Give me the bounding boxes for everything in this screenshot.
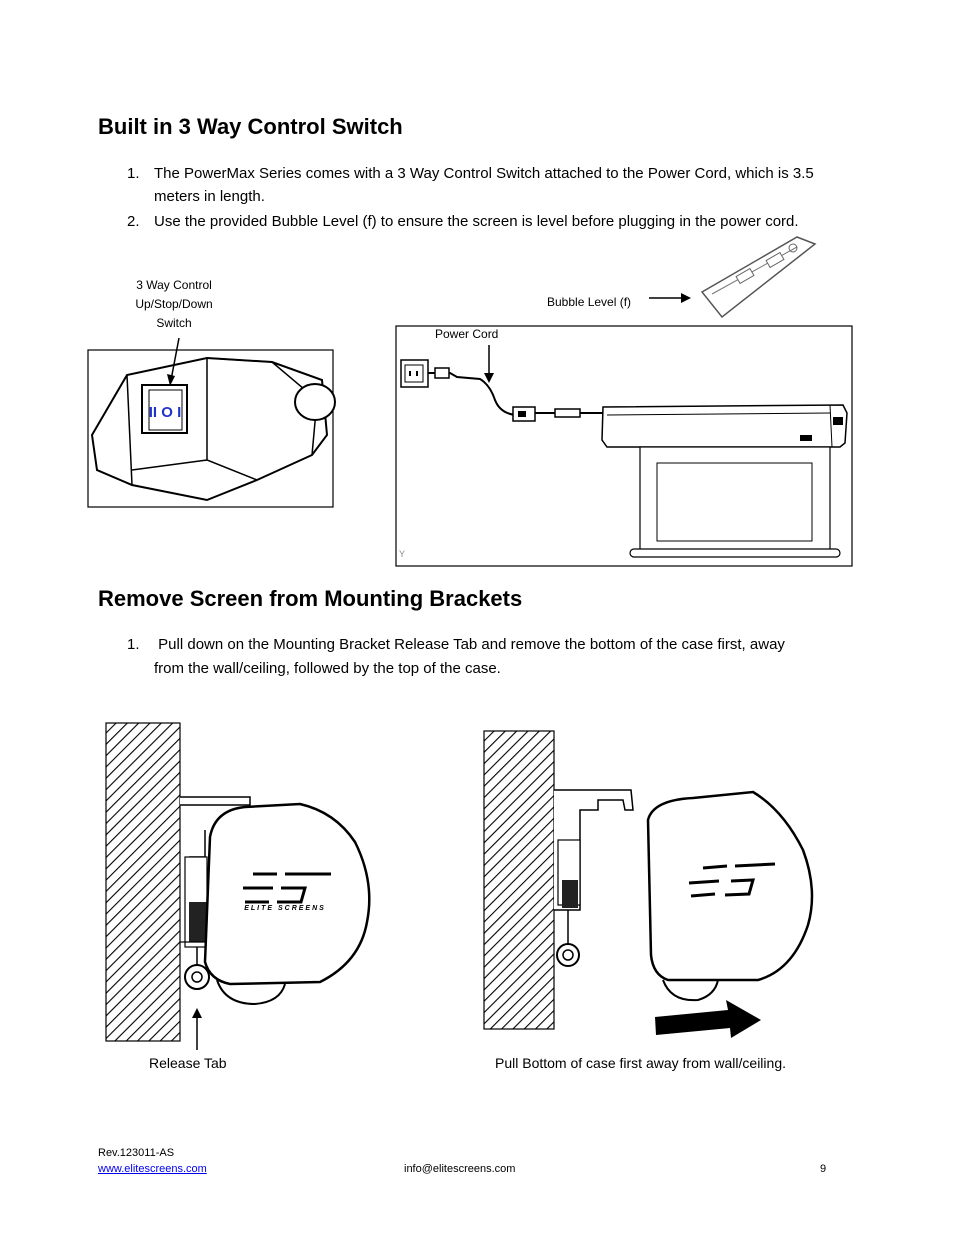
pull-bottom-label: Pull Bottom of case first away from wall… xyxy=(495,1055,786,1071)
pull-direction-arrow-icon xyxy=(655,1000,761,1038)
contact-email: info@elitescreens.com xyxy=(404,1163,516,1175)
list-item: 2. Use the provided Bubble Level (f) to … xyxy=(98,210,858,235)
power-cord-screen-illustration: Power Cord Y xyxy=(395,325,853,567)
page-number: 9 xyxy=(820,1163,827,1175)
list-number: 1. xyxy=(127,165,140,182)
label-line: Up/Stop/Down xyxy=(135,297,213,311)
section-heading-remove-screen: Remove Screen from Mounting Brackets xyxy=(98,586,523,611)
label-line: Switch xyxy=(156,316,192,330)
bracket-release-illustration: ELITE SCREENS xyxy=(105,722,371,1050)
elite-screens-logo xyxy=(243,872,331,904)
logo-text: ELITE SCREENS xyxy=(244,905,326,912)
list-number: 2. xyxy=(127,213,140,230)
list-text-line: Use the provided Bubble Level (f) to ens… xyxy=(154,213,799,230)
list-text-line: meters in length. xyxy=(154,188,265,205)
label-line: 3 Way Control xyxy=(136,278,212,292)
switch-callout-label: 3 Way Control Up/Stop/Down Switch xyxy=(104,276,244,333)
website-link[interactable]: www.elitescreens.com xyxy=(98,1163,207,1175)
release-tab-label: Release Tab xyxy=(149,1055,227,1071)
list-text-line: The PowerMax Series comes with a 3 Way C… xyxy=(154,165,814,182)
list-number: 1. xyxy=(127,636,140,653)
list-item: 1. The PowerMax Series comes with a 3 Wa… xyxy=(98,162,858,212)
power-cord-label: Power Cord xyxy=(435,327,498,341)
elite-screens-logo xyxy=(688,862,776,898)
list-item: 1. Pull down on the Mounting Bracket Rel… xyxy=(98,633,858,683)
bracket-removal-illustration xyxy=(483,730,814,1038)
list-text-line: Pull down on the Mounting Bracket Releas… xyxy=(154,636,785,653)
bubble-level-illustration xyxy=(649,236,817,319)
control-switch-illustration: II O I xyxy=(87,337,336,508)
revision-number: Rev.123011-AS xyxy=(98,1147,175,1159)
switch-glyphs: II O I xyxy=(149,404,182,421)
list-text-line: from the wall/ceiling, followed by the t… xyxy=(154,660,501,677)
section-heading-control-switch: Built in 3 Way Control Switch xyxy=(98,114,403,139)
corner-mark: Y xyxy=(399,549,405,559)
bubble-level-label: Bubble Level (f) xyxy=(547,295,632,309)
